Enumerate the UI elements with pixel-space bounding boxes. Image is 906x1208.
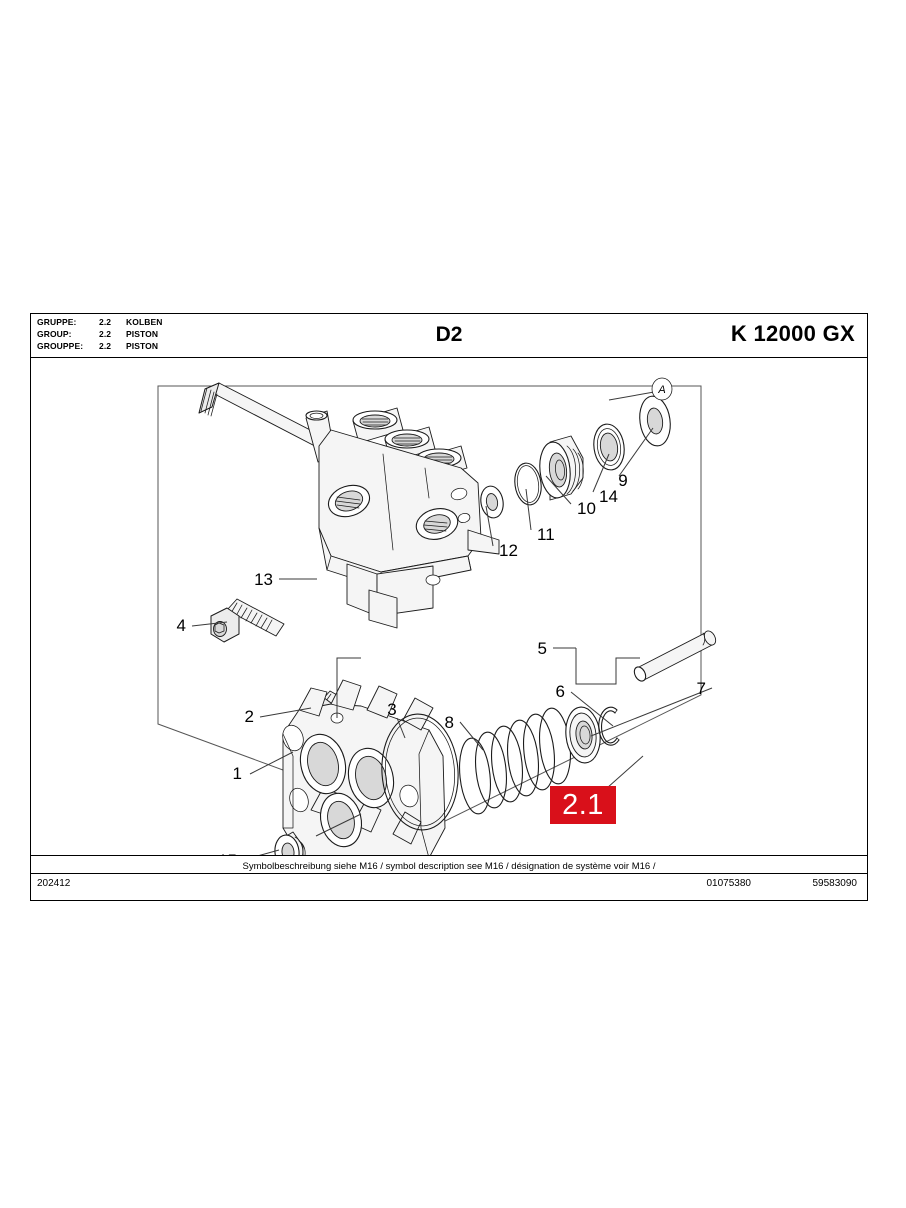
part-pin-5 (633, 630, 717, 682)
part-bolt-4 (210, 598, 285, 643)
symbol-note-band: Symbolbeschreibung siehe M16 / symbol de… (31, 855, 867, 874)
group-name-de: KOLBEN (126, 317, 163, 327)
part-washer-12 (480, 485, 504, 519)
part-clip-6 (598, 706, 620, 746)
exploded-view-canvas: .ol { fill:none; stroke:#1b1b1b; stroke-… (31, 358, 867, 856)
symbol-marker-a-top-label: A (657, 384, 665, 396)
part-oring-3 (381, 713, 459, 831)
part-cylinder-head (318, 429, 500, 629)
footer-date-code: 202412 (37, 878, 71, 889)
part-seal-10 (539, 435, 584, 501)
group-label-en: GROUP: (37, 328, 72, 339)
part-washer-14 (593, 423, 625, 471)
callout-8: 8 (445, 713, 454, 732)
model-code: K 12000 GX (730, 321, 855, 346)
footer-part-number: 59583090 (812, 878, 858, 889)
part-bearing-7 (565, 706, 601, 764)
group-name-fr: PISTON (126, 340, 159, 351)
group-number-de: 2.2 (99, 317, 112, 327)
callout-14: 14 (599, 487, 618, 506)
callout-3: 3 (387, 700, 396, 719)
part-ports (352, 407, 468, 482)
callout-7: 7 (697, 679, 706, 698)
group-number-en: 2.2 (99, 328, 112, 339)
group-row-fr: GROUPPE: 2.2 PISTON (37, 341, 163, 353)
callout-13: 13 (254, 570, 273, 589)
group-number-fr: 2.2 (99, 340, 112, 351)
group-label-fr: GROUPPE: (37, 340, 84, 351)
callout-10: 10 (577, 499, 596, 518)
group-row-en: GROUP: 2.2 PISTON (37, 329, 163, 341)
callout-numbers: 1 2 3 4 5 6 7 8 9 10 11 12 13 14 15 (177, 471, 706, 856)
symbol-note-text: Symbolbeschreibung siehe M16 / symbol de… (242, 861, 656, 872)
leader-lines (191, 391, 713, 856)
callout-6: 6 (556, 682, 565, 701)
footer-drawing-number: 01075380 (706, 878, 752, 889)
diagram-footer: 202412 01075380 59583090 (31, 874, 867, 900)
callout-1: 1 (233, 764, 242, 783)
callout-12: 12 (499, 541, 518, 560)
part-crankcase-1 (282, 679, 446, 856)
part-oring-11 (514, 462, 542, 506)
group-label-de: GRUPPE: (37, 317, 77, 327)
group-row-de: GRUPPE: 2.2 KOLBEN (37, 317, 163, 329)
callout-5: 5 (538, 639, 547, 658)
symbol-marker-a-top: A (651, 377, 673, 401)
group-name-en: PISTON (126, 328, 159, 339)
callout-4: 4 (177, 616, 186, 635)
part-washer-9 (639, 395, 671, 447)
callout-2: 2 (245, 707, 254, 726)
callout-15: 15 (218, 851, 237, 856)
part-plug-15 (274, 831, 306, 856)
page-code: D2 (435, 323, 463, 346)
section-badge[interactable]: 2.1 (550, 786, 616, 824)
callout-11: 11 (537, 525, 555, 544)
callout-9: 9 (618, 471, 627, 490)
